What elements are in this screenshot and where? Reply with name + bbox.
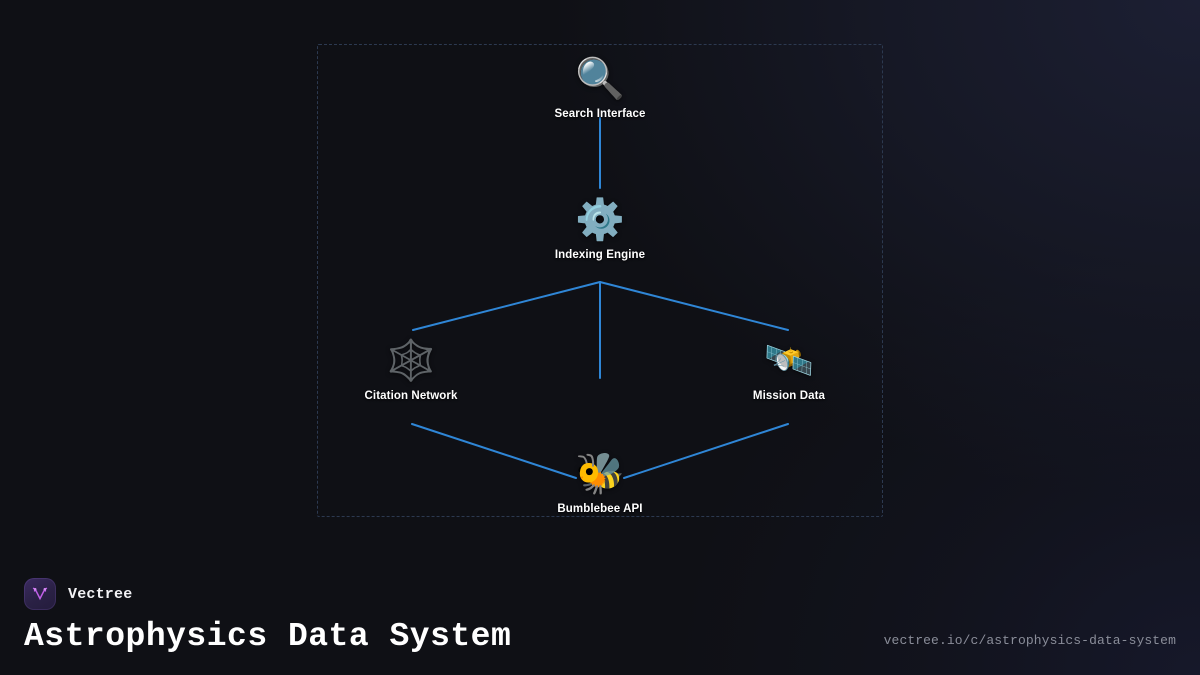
node-label-search-interface: Search Interface (554, 108, 646, 120)
node-bumblebee-api[interactable]: 🐝 Bumblebee API (505, 451, 695, 515)
edge-citation-network-to-bumblebee-api (411, 423, 577, 479)
node-search-interface[interactable]: 🔍 Search Interface (505, 56, 695, 120)
diagram-boundary-frame (317, 44, 883, 517)
vectree-glyph-left-dot (33, 587, 37, 591)
edge-indexing-engine-to-citation-network (412, 281, 601, 331)
magnifying-glass-icon: 🔍 (575, 57, 625, 101)
edge-indexing-engine-to-mission-data (599, 281, 789, 331)
honeybee-icon: 🐝 (575, 452, 625, 496)
vectree-logo-icon (24, 578, 56, 610)
vectree-glyph-right-dot (43, 587, 47, 591)
footer-bar: Vectree Astrophysics Data System vectree… (0, 560, 1200, 675)
diagram-canvas: 🔍 Search Interface ⚙️ Indexing Engine 🕸️… (316, 44, 884, 517)
gear-icon: ⚙️ (575, 198, 625, 242)
brand-row[interactable]: Vectree (24, 578, 132, 610)
node-label-bumblebee-api: Bumblebee API (557, 503, 643, 515)
node-label-mission-data: Mission Data (752, 390, 826, 402)
node-indexing-engine[interactable]: ⚙️ Indexing Engine (505, 197, 695, 261)
edge-mission-data-to-bumblebee-api (623, 423, 789, 479)
vectree-glyph-icon (32, 587, 48, 601)
node-label-indexing-engine: Indexing Engine (554, 249, 646, 261)
footer-url: vectree.io/c/astrophysics-data-system (883, 633, 1176, 648)
brand-name: Vectree (68, 585, 133, 603)
satellite-icon: 🛰️ (764, 339, 814, 383)
node-mission-data[interactable]: 🛰️ Mission Data (694, 338, 884, 402)
page-title: Astrophysics Data System (24, 618, 512, 655)
spider-web-icon: 🕸️ (386, 339, 436, 383)
edge-layer (411, 117, 789, 479)
node-citation-network[interactable]: 🕸️ Citation Network (316, 338, 506, 402)
node-label-citation-network: Citation Network (364, 390, 458, 402)
